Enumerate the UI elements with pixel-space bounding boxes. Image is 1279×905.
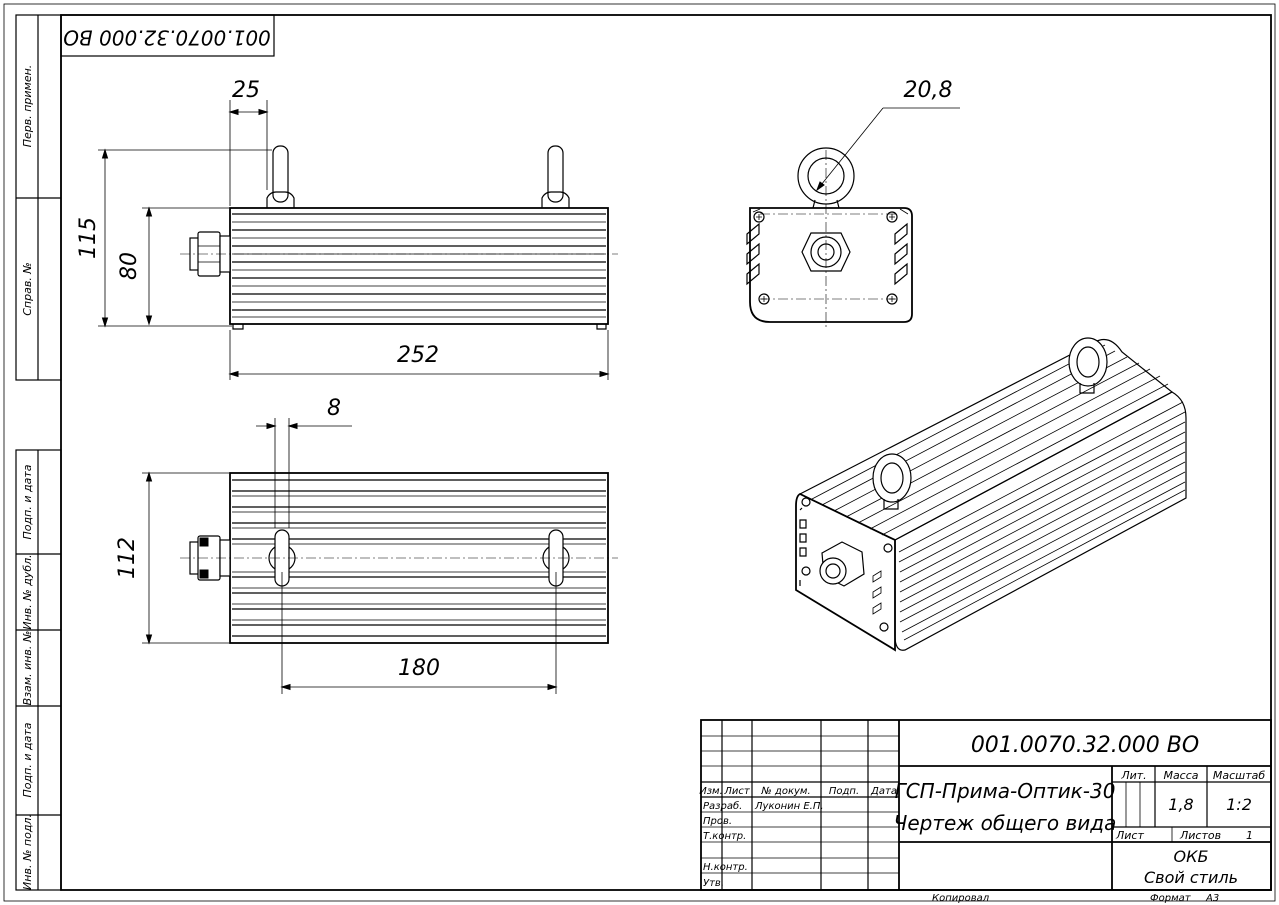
dim-eye-spacing-label: 180 (398, 656, 440, 681)
tb-r-razrab: Разраб. (703, 800, 742, 812)
dim-eye-width-label: 25 (232, 78, 260, 103)
tb-name-line1: ГСП-Прима-Оптик-30 (895, 779, 1116, 803)
dim-eye-spacing: 180 (280, 572, 558, 694)
dim-width: 112 (115, 471, 229, 645)
front-view: 25 115 80 252 (76, 78, 618, 380)
title-block: Изм. Лист № докум. Подп. Дата Разраб. Лу… (699, 719, 1272, 891)
tb-massa: 1,8 (1168, 795, 1193, 814)
left-side-strip: Перв. примен. Справ. № Подп. и дата Инв.… (15, 14, 62, 891)
dim-eye-width: 25 (228, 78, 269, 206)
front-eye-bolt-right (541, 145, 570, 208)
tb-masshtab: 1:2 (1226, 795, 1252, 814)
dim-width-label: 112 (115, 537, 140, 579)
tb-h-podp: Подп. (829, 786, 859, 797)
front-feet (232, 324, 607, 330)
top-view: 8 112 180 (115, 396, 618, 694)
tb-r-utv: Утв. (703, 878, 724, 889)
dim-height-total-label: 115 (76, 217, 101, 259)
isometric-view (795, 337, 1187, 652)
tb-listov-label: Листов (1179, 829, 1221, 842)
tb-r-nkontr: Н.контр. (703, 862, 748, 873)
dim-gap: 8 (256, 396, 352, 528)
top-fins (232, 479, 606, 637)
format-value: А3 (1205, 893, 1219, 904)
label-sprav-no: Справ. № (21, 262, 34, 316)
drawing-frame (60, 14, 1272, 891)
tb-razrab-name: Луконин Е.П. (754, 801, 824, 812)
sheet-trim-border (3, 3, 1276, 902)
iso-eye-ring-left (872, 453, 912, 510)
front-housing (229, 207, 609, 325)
dim-height-total: 115 (76, 148, 272, 328)
tb-name-line2: Чертеж общего вида (894, 811, 1117, 835)
label-podp-data-2: Подп. и дата (21, 722, 34, 797)
dim-eye-diameter-label: 20,8 (904, 78, 953, 103)
tb-r-tkontr: Т.контр. (703, 831, 746, 842)
end-view: 20,8 (746, 78, 960, 330)
front-eye-bolt-left (266, 145, 295, 208)
tb-h-izm: Изм. (699, 786, 723, 797)
tb-r-prov: Пров. (703, 816, 732, 827)
dim-length: 252 (228, 330, 610, 380)
tb-org1: ОКБ (1174, 847, 1209, 866)
top-eye-bolt-right (542, 529, 570, 587)
dim-height-body: 80 (117, 206, 229, 326)
dim-eye-diameter: 20,8 (815, 78, 960, 192)
dim-gap-label: 8 (327, 396, 341, 421)
format-label: Формат (1150, 893, 1192, 904)
tb-h-doc: № докум. (760, 786, 810, 797)
tb-list-label: Лист (1115, 829, 1144, 842)
kopiroval-label: Копировал (932, 893, 990, 904)
tb-h-massa: Масса (1163, 769, 1198, 782)
front-fins (232, 213, 606, 318)
label-inv-dubl: Инв. № дубл. (21, 554, 34, 629)
top-doc-stamp: 001.0070.32.000 ВО (60, 14, 275, 57)
tb-org2: Свой стиль (1144, 868, 1238, 887)
tb-listov: 1 (1246, 829, 1253, 842)
label-inv-podl: Инв. № подл. (21, 814, 34, 890)
top-stamp-number: 001.0070.32.000 ВО (63, 26, 271, 50)
label-podp-data-1: Подп. и дата (21, 464, 34, 539)
tb-h-lit: Лит. (1120, 769, 1146, 782)
tb-designation: 001.0070.32.000 ВО (971, 733, 1199, 758)
label-vzam-inv: Взам. инв. № (21, 631, 34, 706)
end-plate (749, 207, 913, 323)
tb-h-data: Дата (870, 786, 897, 797)
tb-h-masshtab: Масштаб (1213, 769, 1265, 782)
dim-length-label: 252 (397, 343, 439, 368)
iso-end-plate (795, 492, 896, 652)
dim-height-body-label: 80 (117, 252, 142, 280)
label-perv-primen: Перв. примен. (21, 65, 34, 148)
iso-eye-ring-right (1068, 337, 1108, 394)
tb-h-list: Лист (723, 786, 751, 797)
